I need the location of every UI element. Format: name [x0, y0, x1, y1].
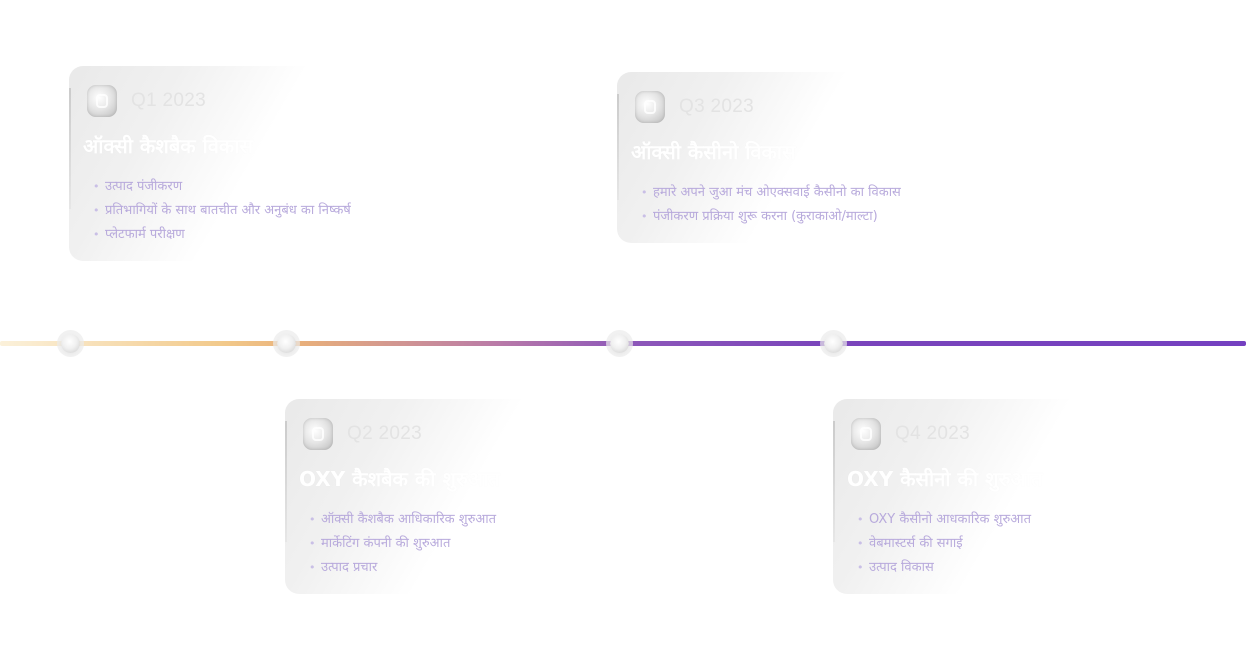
milestone-title: ऑक्सी कैशबैक विकास: [83, 134, 253, 158]
timeline-node-q2: [277, 334, 296, 353]
list-item: उत्पाद प्रचार: [305, 556, 585, 580]
list-item: प्रतिभागियों के साथ बातचीत और अनुबंध का …: [89, 199, 369, 223]
milestone-title: ऑक्सी कैसीनो विकास: [631, 140, 796, 164]
milestone-list: ऑक्सी कैशबैक आधिकारिक शुरुआत मार्केटिंग …: [305, 508, 585, 580]
milestone-quarter: Q2 2023: [347, 423, 422, 444]
list-item: वेबमास्टर्स की सगाई: [853, 532, 1133, 556]
milestone-title: OXY कैसीनो की शुरुआत: [847, 467, 1043, 491]
timeline-node-q1: [61, 334, 80, 353]
milestone-header: Q3 2023: [635, 90, 917, 124]
list-item: उत्पाद पंजीकरण: [89, 175, 369, 199]
timeline-node-q3: [610, 334, 629, 353]
milestone-header: Q2 2023: [303, 417, 585, 451]
milestone-card-q3: Q3 2023 ऑक्सी कैसीनो विकास हमारे अपने जु…: [617, 72, 917, 243]
milestone-card-q4: Q4 2023 OXY कैसीनो की शुरुआत OXY कैसीनो …: [833, 399, 1133, 594]
milestone-header: Q4 2023: [851, 417, 1133, 451]
milestone-list: OXY कैसीनो आधकारिक शुरुआत वेबमास्टर्स की…: [853, 508, 1133, 580]
list-item: उत्पाद विकास: [853, 556, 1133, 580]
milestone-list: उत्पाद पंजीकरण प्रतिभागियों के साथ बातची…: [89, 175, 369, 247]
list-item: मार्केटिंग कंपनी की शुरुआत: [305, 532, 585, 556]
milestone-header: Q1 2023: [87, 84, 369, 118]
milestone-title: OXY कैशबैक की शुरुआत: [299, 467, 500, 491]
coin-icon: [635, 91, 665, 123]
milestone-quarter: Q3 2023: [679, 96, 754, 117]
coin-icon: [303, 418, 333, 450]
list-item: पंजीकरण प्रक्रिया शुरू करना (कुराकाओ/माल…: [637, 205, 917, 229]
coin-icon: [87, 85, 117, 117]
milestone-list: हमारे अपने जुआ मंच ओएक्सवाई कैसीनो का वि…: [637, 181, 917, 229]
milestone-card-q1: Q1 2023 ऑक्सी कैशबैक विकास उत्पाद पंजीकर…: [69, 66, 369, 261]
milestone-card-q2: Q2 2023 OXY कैशबैक की शुरुआत ऑक्सी कैशबै…: [285, 399, 585, 594]
coin-icon: [851, 418, 881, 450]
list-item: प्लेटफार्म परीक्षण: [89, 223, 369, 247]
list-item: ऑक्सी कैशबैक आधिकारिक शुरुआत: [305, 508, 585, 532]
milestone-quarter: Q1 2023: [131, 90, 206, 111]
timeline-node-q4: [824, 334, 843, 353]
list-item: हमारे अपने जुआ मंच ओएक्सवाई कैसीनो का वि…: [637, 181, 917, 205]
list-item: OXY कैसीनो आधकारिक शुरुआत: [853, 508, 1133, 532]
milestone-quarter: Q4 2023: [895, 423, 970, 444]
